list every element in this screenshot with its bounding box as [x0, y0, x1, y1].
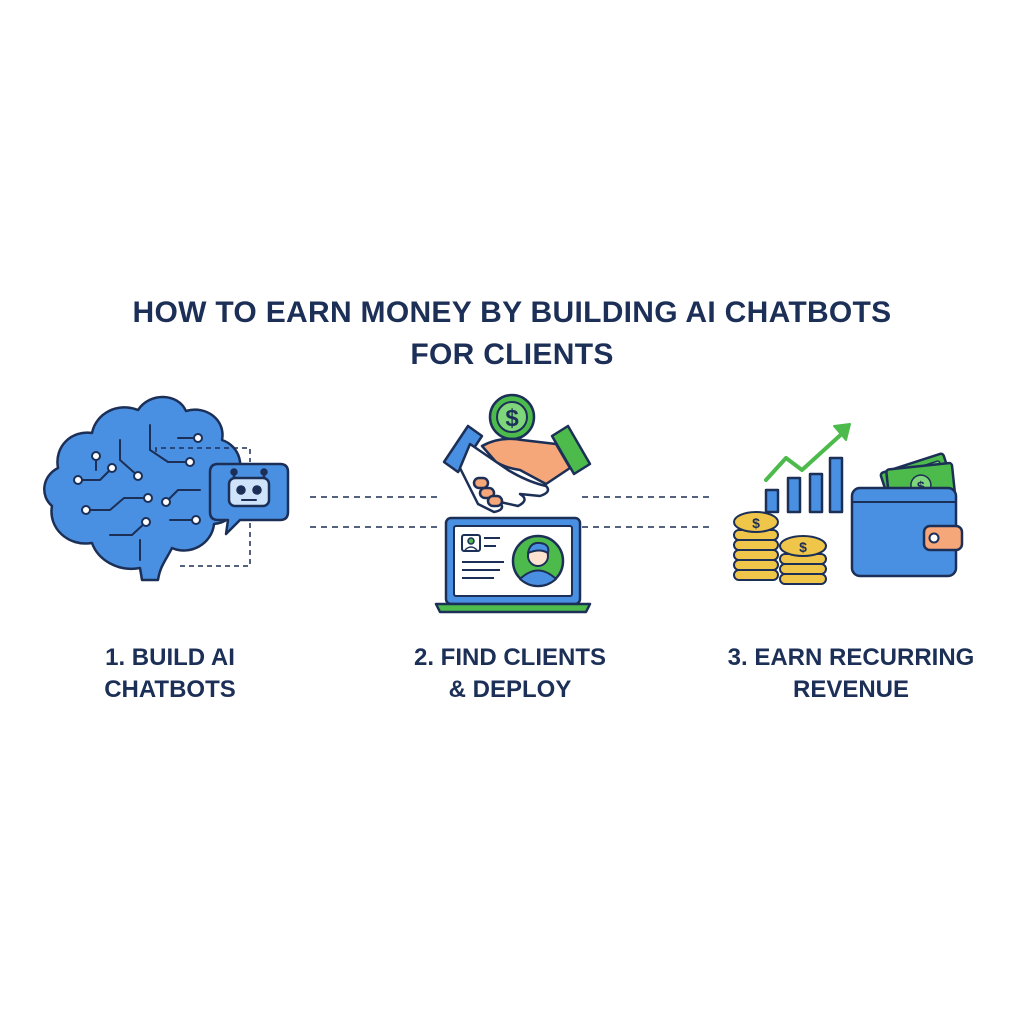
step-1-label-line-2: CHATBOTS: [104, 676, 236, 703]
svg-text:$: $: [752, 515, 760, 531]
handshake-icon: [442, 424, 592, 514]
step-3-label-line-2: REVENUE: [792, 676, 910, 703]
wallet-cash-icon: $: [850, 452, 964, 578]
step-1-label-line-1: 1. BUILD AI: [105, 644, 235, 671]
robot-chat-bubble-icon: [208, 462, 290, 536]
step-3-label: 3. EARN RECURRING REVENUE: [711, 642, 991, 706]
laptop-client-profile-icon: [434, 516, 592, 614]
page-title-line-2: FOR CLIENTS: [410, 338, 614, 371]
step-2-label-line-1: 2. FIND CLIENTS: [413, 644, 606, 671]
step-3-label-line-1: 3. EARN RECURRING: [727, 644, 975, 671]
coin-stacks-icon: $ $: [733, 511, 827, 585]
dollar-coin-icon: $: [488, 393, 536, 441]
connector-lines: [310, 496, 714, 528]
step-1-label: 1. BUILD AI CHATBOTS: [30, 642, 310, 706]
svg-text:$: $: [799, 539, 807, 555]
step-2-label: 2. FIND CLIENTS & DEPLOY: [370, 642, 650, 706]
growth-chart-icon: [764, 423, 851, 514]
step-2-label-line-2: & DEPLOY: [448, 676, 572, 703]
page-title-line-1: HOW TO EARN MONEY BY BUILDING AI CHATBOT…: [132, 296, 892, 329]
svg-text:$: $: [916, 478, 926, 495]
brain-bubble-dashed-bracket: [155, 447, 251, 567]
svg-text:$: $: [505, 405, 519, 432]
brain-circuit-icon: [43, 395, 242, 582]
